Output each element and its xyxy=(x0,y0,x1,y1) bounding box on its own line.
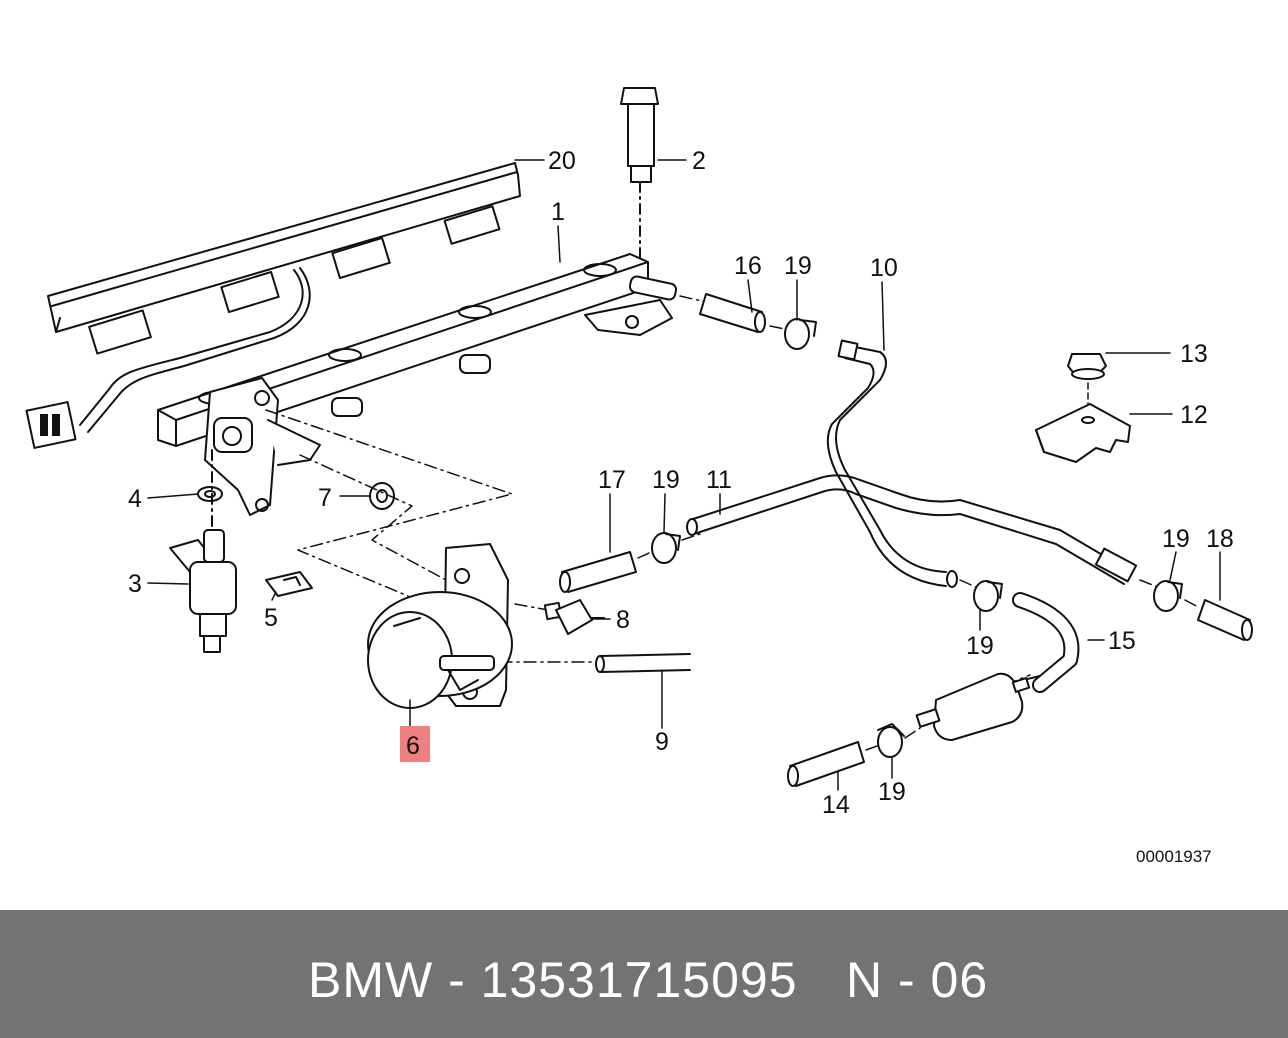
highlight-box xyxy=(400,726,430,762)
label-5[interactable]: 5 xyxy=(264,604,278,632)
label-14[interactable]: 14 xyxy=(822,791,850,819)
label-6[interactable]: 6 xyxy=(406,732,420,760)
footer-part-number: BMW - 13531715095 xyxy=(308,952,798,1008)
label-2[interactable]: 2 xyxy=(692,147,706,175)
parts-diagram: 20 2 1 4 3 5 7 6 8 9 16 19 10 13 12 17 1… xyxy=(25,87,1253,866)
label-18[interactable]: 18 xyxy=(1206,525,1234,553)
hose-15 xyxy=(1012,592,1080,693)
label-15[interactable]: 15 xyxy=(1108,627,1136,655)
label-8[interactable]: 8 xyxy=(616,606,630,634)
footer-position: N - 06 xyxy=(846,952,989,1008)
label-16[interactable]: 16 xyxy=(734,252,762,280)
pressure-regulator xyxy=(367,543,513,709)
label-4[interactable]: 4 xyxy=(128,485,142,513)
label-19-lower[interactable]: 19 xyxy=(966,632,994,660)
label-11[interactable]: 11 xyxy=(706,466,732,494)
label-1[interactable]: 1 xyxy=(551,198,565,226)
label-13[interactable]: 13 xyxy=(1180,340,1208,368)
wiring-harness xyxy=(25,162,521,449)
label-20[interactable]: 20 xyxy=(548,147,576,175)
drawing-number: 00001937 xyxy=(1136,847,1212,866)
footer-bar: BMW - 13531715095 N - 06 xyxy=(0,910,1288,1038)
fuel-rail xyxy=(157,253,685,516)
hose-9 xyxy=(595,653,691,729)
injector xyxy=(169,449,237,653)
bolt xyxy=(620,87,659,263)
label-10[interactable]: 10 xyxy=(870,254,898,282)
label-9[interactable]: 9 xyxy=(655,728,669,756)
label-19-right[interactable]: 19 xyxy=(1162,525,1190,553)
label-17[interactable]: 17 xyxy=(598,466,626,494)
label-12[interactable]: 12 xyxy=(1180,401,1208,429)
label-3[interactable]: 3 xyxy=(128,570,142,598)
label-19-bottom[interactable]: 19 xyxy=(878,778,906,806)
hoses xyxy=(559,293,1253,787)
bracket-nut xyxy=(1035,353,1131,463)
label-19-mid[interactable]: 19 xyxy=(652,466,680,494)
label-19-top[interactable]: 19 xyxy=(784,252,812,280)
screw xyxy=(543,599,605,635)
fuel-filter xyxy=(915,672,1031,741)
label-7[interactable]: 7 xyxy=(318,484,332,512)
clamps xyxy=(651,318,1183,758)
fuel-pipes xyxy=(686,339,1138,588)
